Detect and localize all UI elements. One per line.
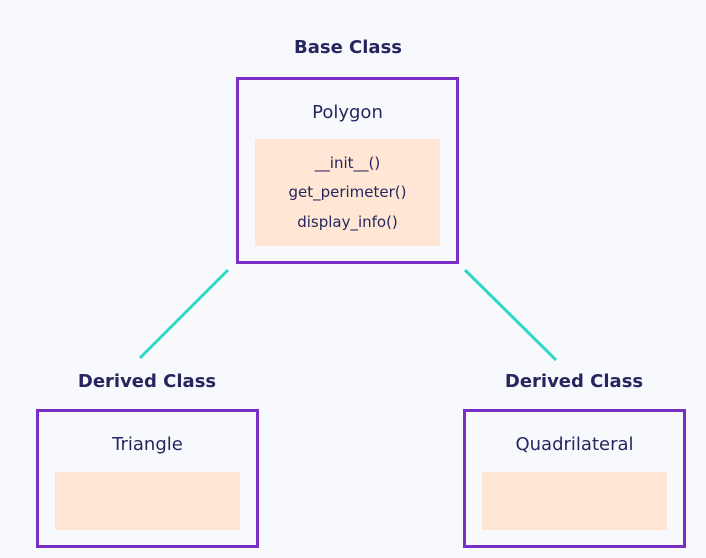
- connector-line-left: [138, 268, 230, 360]
- quadrilateral-class-box: Quadrilateral: [463, 409, 686, 548]
- quadrilateral-class-name: Quadrilateral: [515, 434, 634, 455]
- triangle-class-name: Triangle: [112, 434, 183, 455]
- derived-class-heading-left: Derived Class: [77, 371, 217, 392]
- base-class-heading: Base Class: [293, 37, 402, 58]
- quadrilateral-methods-panel: [482, 472, 667, 530]
- triangle-methods-panel: [55, 472, 240, 530]
- method-display-info: display_info(): [297, 213, 398, 231]
- base-class-box: Polygon __init__() get_perimeter() displ…: [236, 77, 459, 264]
- connector-line-right: [463, 268, 558, 362]
- base-class-name: Polygon: [312, 102, 383, 123]
- base-methods-panel: __init__() get_perimeter() display_info(…: [255, 139, 440, 246]
- method-get-perimeter: get_perimeter(): [288, 183, 407, 201]
- triangle-class-box: Triangle: [36, 409, 259, 548]
- method-init: __init__(): [314, 154, 381, 172]
- derived-class-heading-right: Derived Class: [504, 371, 644, 392]
